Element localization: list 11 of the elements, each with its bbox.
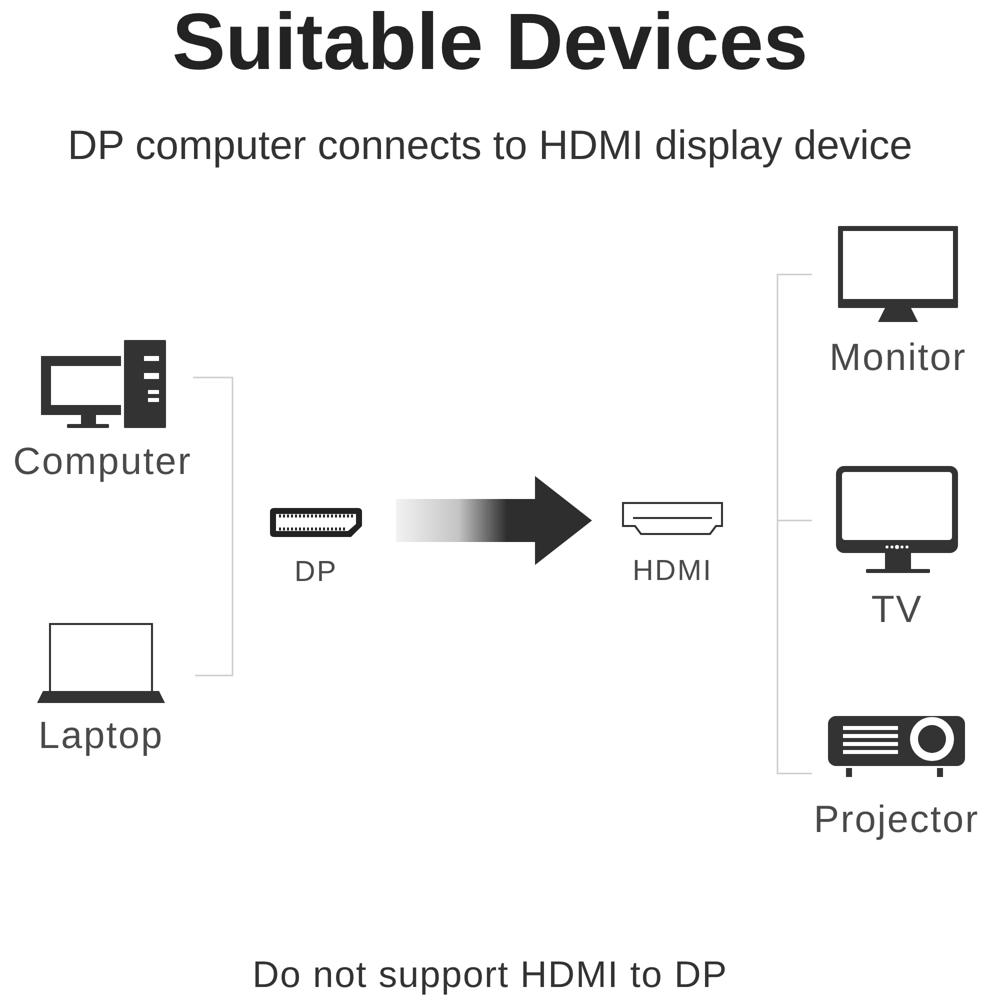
device-label: Laptop (38, 717, 164, 755)
arrow (396, 476, 592, 565)
device-label: Monitor (829, 339, 967, 377)
subtitle: DP computer connects to HDMI display device (68, 125, 912, 166)
title: Suitable Devices (172, 2, 808, 82)
device-label: Projector (814, 801, 980, 839)
note: Do not support HDMI to DP (252, 956, 728, 993)
port-label: HDMI (632, 557, 713, 586)
device-label: TV (871, 591, 923, 629)
device-label: Computer (13, 443, 192, 481)
port-label: DP (294, 558, 338, 587)
